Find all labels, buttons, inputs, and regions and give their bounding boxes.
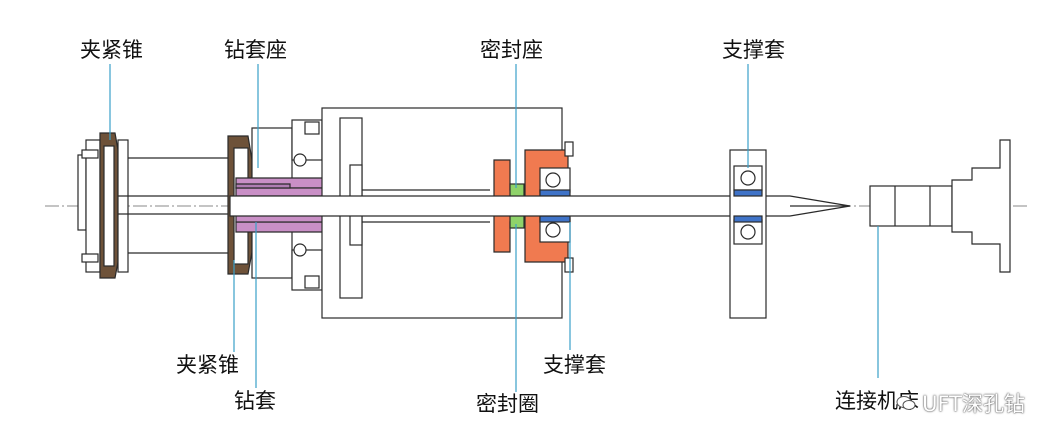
label-drill-sleeve: 钻套 [234,389,276,413]
label-seal-ring: 密封圈 [476,392,539,416]
seal-seat-assembly [493,141,574,273]
watermark: UFT深孔钻 [896,388,1025,418]
leader-lines [109,64,879,392]
label-support-sleeve-top: 支撑套 [722,38,785,62]
drill-shaft [229,195,851,217]
body-tube [118,157,232,254]
label-drill-sleeve-seat: 钻套座 [224,38,287,62]
support-sleeve-assembly [729,149,767,319]
left-clamp-assembly [77,132,129,279]
label-clamp-cone-top: 夹紧锥 [80,38,143,62]
machine-connection-assembly [869,139,1011,273]
watermark-text: UFT深孔钻 [922,392,1025,416]
label-clamp-cone-bottom: 夹紧锥 [176,353,239,377]
wechat-icon [896,396,916,410]
label-seal-seat: 密封座 [480,38,543,62]
label-support-sleeve-bottom: 支撑套 [543,353,606,377]
label-machine-connection: 连接机床 [835,389,919,413]
